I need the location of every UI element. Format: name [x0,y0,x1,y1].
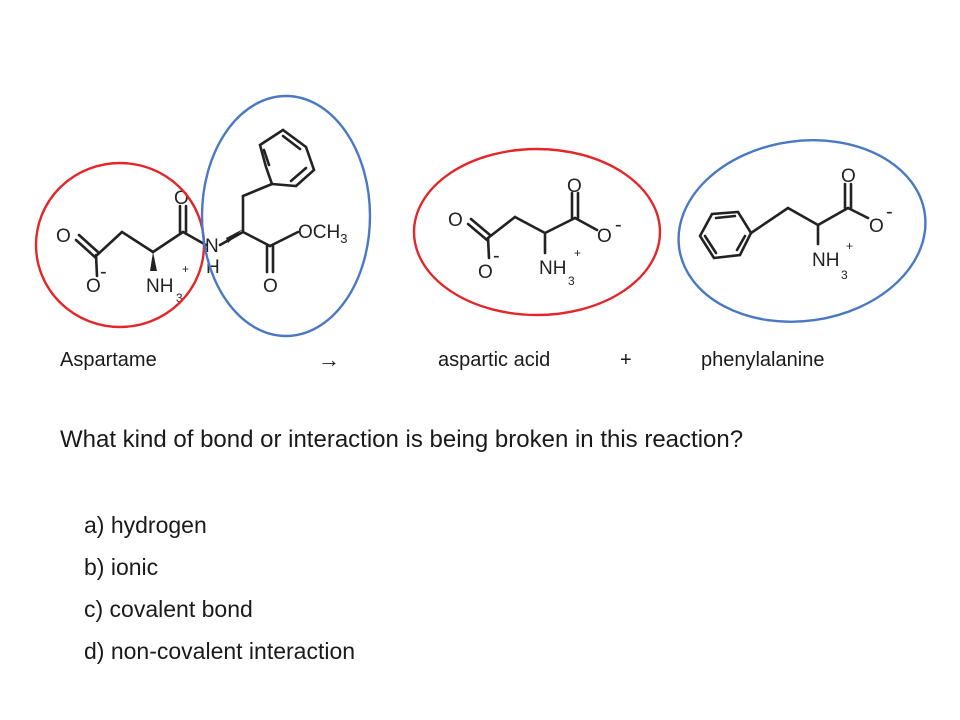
phenylalanine-subscript-3: 3 [841,268,848,282]
aspartic-o-top: O [567,176,582,197]
aspartame-subscript-3: 3 [176,291,183,305]
aspartic-o-right: O [597,226,612,247]
aspartic-acid-structure: O O - NH + 3 O O - [448,176,622,288]
aspartame-o-carbonyl-2: O [174,188,189,209]
aspartame-plus-charge: + [182,262,189,276]
aspartic-nh: NH [539,258,566,279]
option-c[interactable]: c) covalent bond [84,596,253,622]
aspartame-n-amide: N [205,236,219,257]
aspartic-plus-charge: + [574,246,581,260]
blue-circle-phenylalanine-part [200,94,372,338]
phenylalanine-structure: O O - NH + 3 [698,166,893,282]
phenylalanine-o-right: O [869,216,884,237]
phenylalanine-minus-charge: - [886,201,893,223]
aspartic-o-left: O [448,210,463,231]
caption-plus: + [620,349,632,371]
reaction-diagram: O O - NH + 3 O N H OCH3 O O O - NH + 3 O… [34,94,927,338]
option-d[interactable]: d) non-covalent interaction [84,638,356,664]
phenylalanine-plus-charge: + [846,239,853,253]
aspartic-o-bottom: O [478,262,493,283]
reaction-arrow: → [318,347,340,372]
aspartame-nh: NH [146,276,173,297]
caption-aspartic-acid: aspartic acid [438,349,551,371]
aspartic-minus-left: - [493,245,500,267]
red-circle-aspartic-acid [412,147,662,317]
aspartame-o-carbonyl-1: O [56,226,71,247]
aspartame-o-ester: O [263,276,278,297]
aspartame-o-minus: O [86,276,101,297]
option-b[interactable]: b) ionic [84,554,159,580]
blue-circle-phenylalanine [677,139,927,323]
caption-aspartame: Aspartame [60,349,157,371]
aspartame-minus-charge: - [100,261,107,283]
aspartic-subscript-3: 3 [568,274,575,288]
option-a[interactable]: a) hydrogen [84,512,207,538]
aspartame-och3: OCH3 [298,222,347,246]
question-text: What kind of bond or interaction is bein… [60,426,744,453]
phenylalanine-o-top: O [841,166,856,187]
phenylalanine-nh: NH [812,250,839,271]
aspartic-minus-right: - [615,214,622,236]
caption-phenylalanine: phenylalanine [701,349,825,371]
